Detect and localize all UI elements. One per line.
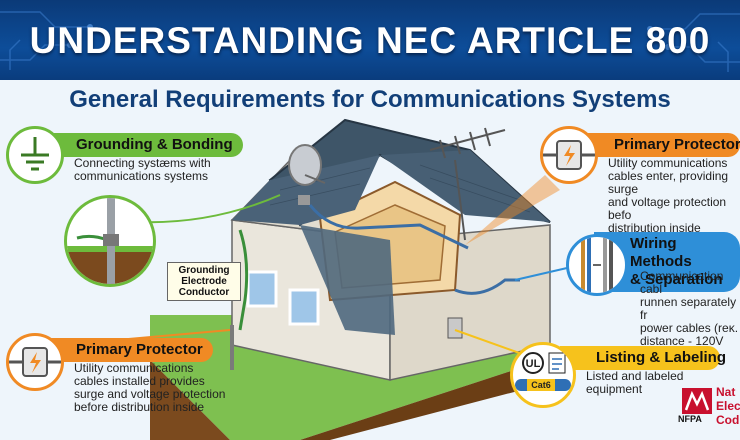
panel-body: Listed and labeled equipment bbox=[586, 369, 684, 396]
panel-body: Communication cabl runnen separately fr … bbox=[640, 270, 739, 361]
panel-title: Listing & Labeling bbox=[560, 346, 726, 370]
panel-title: Grounding & Bonding bbox=[40, 133, 243, 157]
tv-antenna bbox=[429, 127, 506, 241]
header-banner: UNDERSTANDING NEC ARTICLE 800 bbox=[0, 0, 740, 80]
gec-callout-label: Grounding Electrode Conductor bbox=[167, 262, 241, 301]
cable-separation-icon bbox=[566, 234, 628, 296]
soil bbox=[150, 360, 300, 440]
ground-symbol-icon bbox=[6, 126, 64, 184]
cable-label: Cat6 bbox=[531, 380, 551, 390]
panel-body: Utility communications cables installed … bbox=[74, 361, 226, 414]
grounding-clamp-icon bbox=[64, 195, 156, 287]
panel-title: Primary Protector bbox=[40, 338, 213, 362]
panel-title: Primary Protector bbox=[578, 133, 740, 157]
circuit-pattern-decoration bbox=[0, 11, 740, 72]
nfpa-logo-icon bbox=[682, 388, 712, 414]
nfpa-logo-label: NFPA bbox=[678, 414, 702, 424]
nfpa-org-text: Nat Elec Cod bbox=[716, 385, 740, 427]
house-illustration bbox=[59, 118, 581, 440]
surge-protector-icon bbox=[540, 126, 598, 184]
windows bbox=[246, 270, 320, 326]
ul-mark: UL bbox=[526, 358, 541, 370]
panel-body: Utility communications cables enter, pro… bbox=[608, 157, 729, 235]
communication-cables bbox=[238, 204, 520, 331]
page-title: UNDERSTANDING NEC ARTICLE 800 bbox=[29, 20, 711, 61]
surge-protector-icon bbox=[6, 333, 64, 391]
ul-listed-cable-icon: UL Cat6 bbox=[510, 342, 576, 408]
page-subtitle: General Requirements for Communications … bbox=[69, 86, 671, 113]
protector-box bbox=[447, 317, 463, 339]
panel-body: Connecting systæms with communications s… bbox=[74, 156, 211, 183]
satellite-dish bbox=[288, 144, 322, 186]
